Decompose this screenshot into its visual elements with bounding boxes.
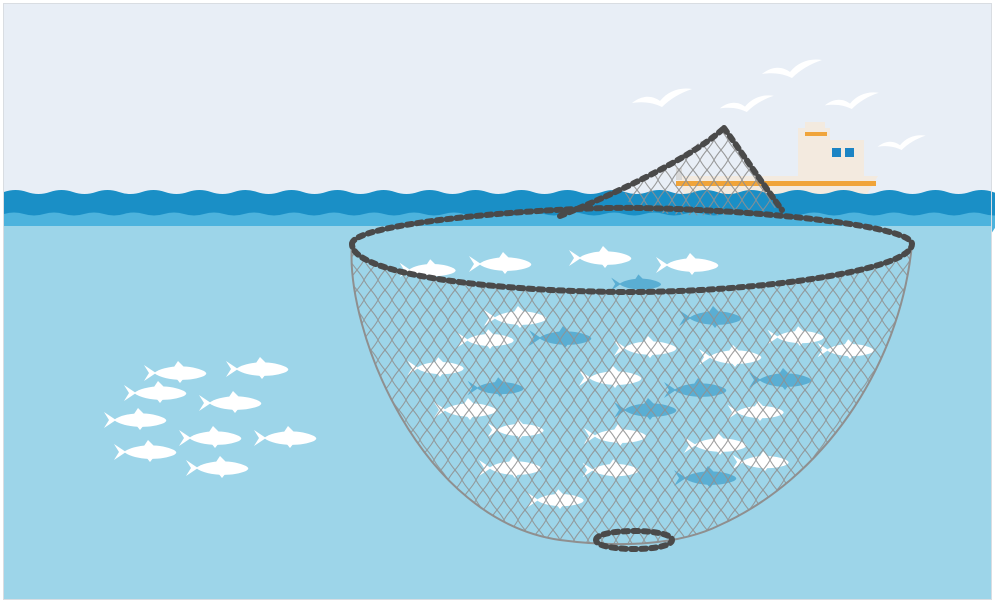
fish bbox=[569, 246, 632, 268]
boat-bridge bbox=[826, 140, 864, 176]
fish bbox=[114, 440, 177, 462]
fish bbox=[179, 426, 242, 448]
net-cone-float-line-left bbox=[557, 125, 727, 219]
seagull bbox=[824, 92, 879, 109]
frame-border bbox=[3, 3, 992, 600]
fish bbox=[469, 252, 532, 274]
fish bbox=[104, 408, 167, 430]
net-cone-float-line-right bbox=[721, 125, 785, 213]
net-purse-ring bbox=[592, 528, 676, 552]
fish-school-outside-net bbox=[104, 357, 317, 478]
boat-window bbox=[845, 148, 854, 157]
boat-window bbox=[832, 148, 841, 157]
boat-cabin bbox=[798, 128, 830, 180]
fish bbox=[144, 361, 207, 383]
fish bbox=[186, 456, 249, 478]
seagull bbox=[762, 59, 822, 78]
fish bbox=[254, 426, 317, 448]
seagull bbox=[877, 135, 926, 150]
seagull bbox=[632, 88, 692, 107]
fish bbox=[656, 253, 719, 275]
net-outline bbox=[350, 243, 913, 546]
net-float-lines bbox=[348, 125, 916, 552]
seagull bbox=[719, 95, 774, 112]
seagulls bbox=[632, 59, 926, 150]
boat-cabin-stripe bbox=[805, 132, 827, 136]
fish bbox=[226, 357, 289, 379]
net-rim-float-line bbox=[348, 204, 916, 296]
boat-mast-top bbox=[805, 122, 825, 130]
boat-hull-stripe bbox=[676, 181, 876, 186]
fish bbox=[124, 381, 187, 403]
fish bbox=[199, 391, 262, 413]
